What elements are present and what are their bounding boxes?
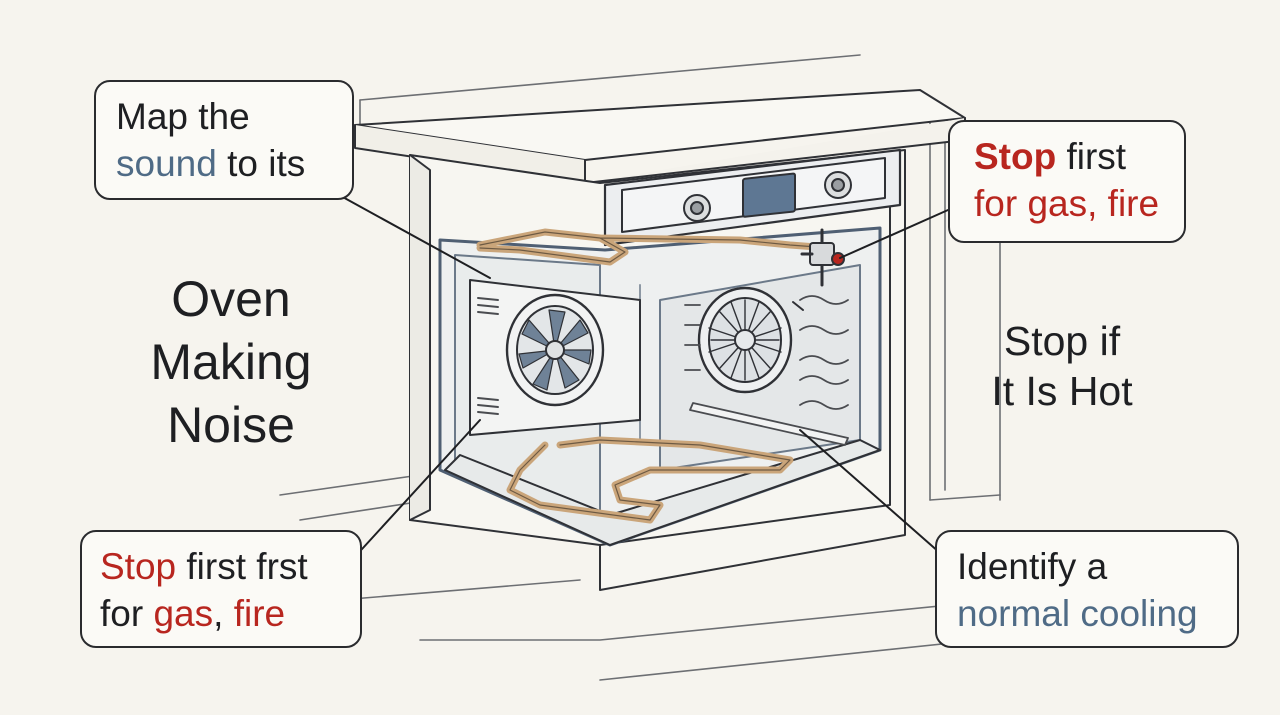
callout-text: to its [216,143,306,184]
callout-text: first [1056,136,1127,177]
page-title: Oven Making Noise [120,268,342,457]
highlight-fire: fire [233,593,286,634]
callout-stop-first-gas-fire-top: Stop first for gas, fire [948,120,1186,243]
callout-line: Stop first [974,133,1166,180]
rack-supports [684,295,849,446]
highlight-normal-cooling: normal cooling [957,593,1198,634]
highlight-stop: Stop [974,136,1057,177]
title-line: Oven [171,271,291,327]
callout-text: first frst [176,546,308,587]
callout-stop-first-gas-fire-bottom: Stop first frst for gas, fire [80,530,362,648]
callout-line: Map the [116,96,250,137]
callout-line: sound to its [116,140,334,187]
callout-line: Stop first frst [100,543,342,590]
note-line: It Is Hot [991,368,1133,414]
note-line: Stop if [1003,318,1121,364]
highlight-stop: Stop [100,546,177,587]
callout-line: for gas, fire [100,590,342,637]
callout-line: Identify a [957,546,1108,587]
highlight-sound: sound [116,143,217,184]
callout-leader-lines [329,189,949,561]
title-line: Making [150,334,312,390]
callout-identify-normal-cooling: Identify a normal cooling [935,530,1239,648]
callout-text: , [213,593,234,634]
highlight-gas-fire: for gas, fire [974,183,1160,224]
title-line: Noise [167,397,295,453]
fan-icon [697,286,804,394]
fan-icon [505,293,605,407]
highlight-gas: gas [153,593,214,634]
callout-text: for [100,593,154,634]
hot-warning-note: Stop if It Is Hot [960,316,1164,416]
callout-map-the-sound: Map the sound to its [94,80,354,200]
control-panel [603,148,902,247]
gas-valve-icon [800,228,845,287]
